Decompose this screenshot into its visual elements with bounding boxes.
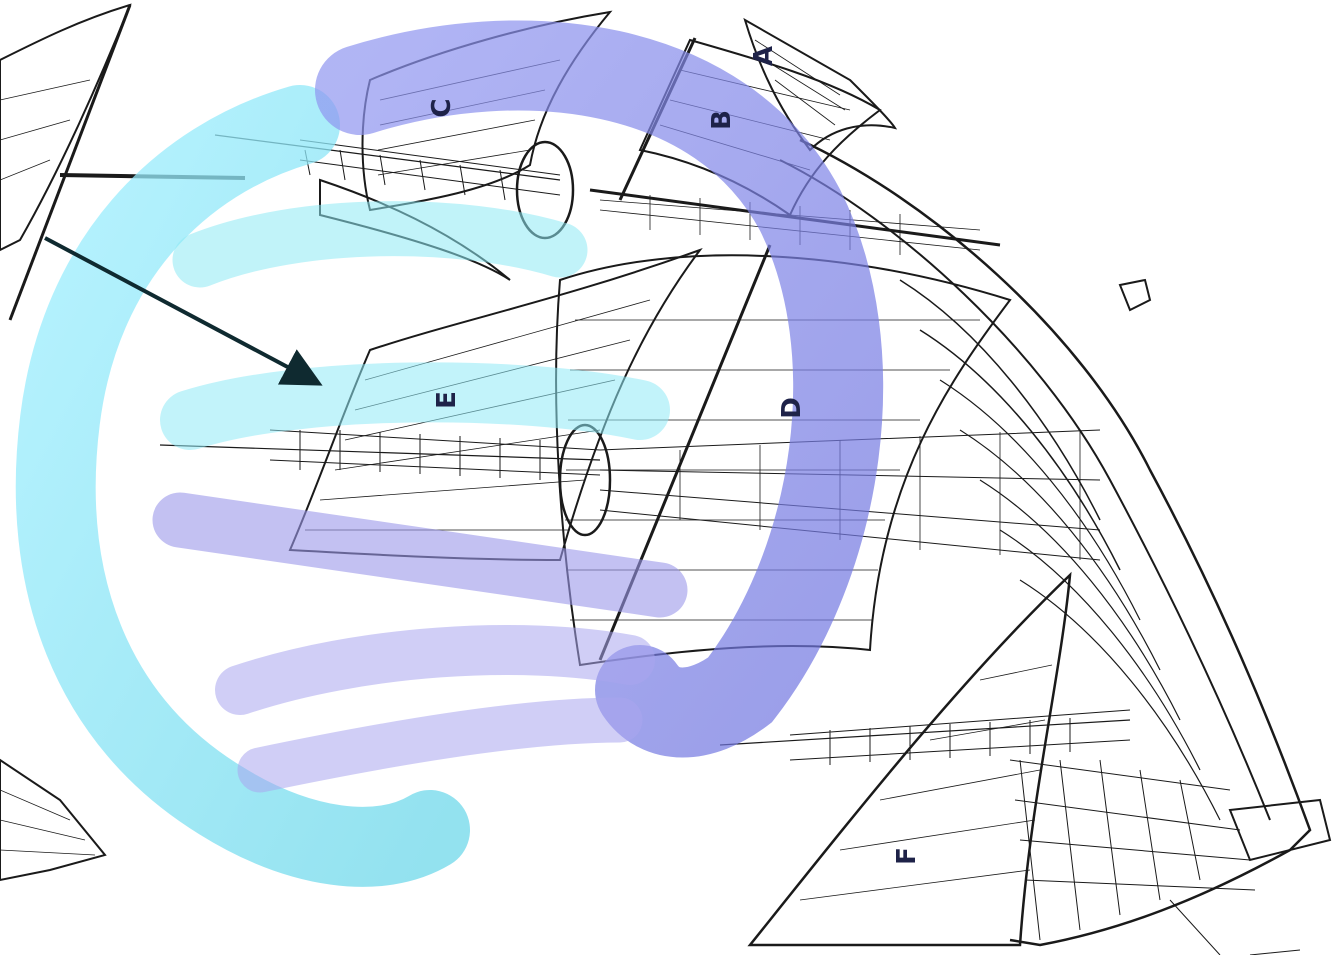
cyan-swirl-coil-upper: [172, 201, 588, 288]
violet-swirl-coil-3: [237, 697, 643, 793]
label-b: B: [707, 110, 737, 130]
cyan-swirl-coil-middle: [160, 362, 670, 450]
label-e: E: [432, 391, 462, 409]
swirl-overlay: [15, 20, 884, 887]
left-partial-sail-lower: [0, 758, 107, 882]
mizzen-rigging: [719, 709, 1131, 765]
sail-f: [747, 571, 1072, 947]
label-c: C: [427, 98, 457, 117]
violet-swirl-coil-1: [152, 492, 688, 618]
label-d: D: [777, 397, 807, 419]
label-f: F: [892, 847, 922, 865]
pointer-arrow: [44, 236, 323, 386]
blue-swirl-outer: [315, 20, 884, 758]
label-a: A: [749, 46, 779, 66]
violet-swirl-coil-2: [215, 625, 655, 715]
left-partial-sail-upper: [0, 3, 132, 321]
cyan-swirl-outer: [15, 85, 470, 887]
